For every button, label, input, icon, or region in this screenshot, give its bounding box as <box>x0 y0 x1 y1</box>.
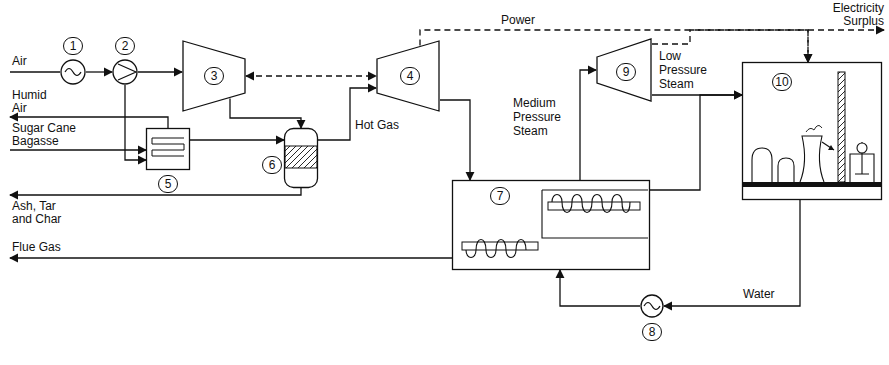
stream-label: Ash, Tar and Char <box>12 200 72 226</box>
stream-line <box>125 85 146 160</box>
stream-line <box>664 200 800 306</box>
stream-label: Water <box>742 287 794 301</box>
sugar-mill-shape <box>742 62 882 200</box>
output-label: Electricity Surplus <box>808 2 884 28</box>
stream-line <box>560 270 640 306</box>
gasifier-shape <box>284 128 318 188</box>
stream-label: Sugar Cane Bagasse <box>12 122 84 148</box>
stream-line <box>86 71 112 72</box>
electricity-line <box>808 29 884 30</box>
stream-label: Low Pressure Steam <box>658 49 722 91</box>
callout-number: 4 <box>400 67 420 85</box>
stream-label: Air <box>12 55 52 68</box>
callout-number: 9 <box>616 63 636 81</box>
stream-label: Flue Gas <box>12 241 82 254</box>
power-line <box>246 75 376 76</box>
callout-number: 3 <box>204 67 224 85</box>
pump: 2 <box>112 59 138 85</box>
steam-turbine: 9 <box>596 38 652 102</box>
water-heater-shape <box>640 294 664 318</box>
water-heater: 8 <box>640 294 664 318</box>
gasifier: 6 <box>284 128 318 188</box>
heat-recovery-steam-generator: 7 <box>452 180 650 270</box>
dryer-shape <box>146 128 190 170</box>
ash-line <box>10 188 301 195</box>
stream-line <box>190 139 284 140</box>
heat-recovery-steam-generator-shape <box>452 180 650 270</box>
flue-gas-line <box>10 257 452 258</box>
callout-number: 6 <box>262 156 282 174</box>
air-inlet-line <box>10 71 60 72</box>
callout-number: 2 <box>115 37 135 55</box>
stream-label: Humid Air <box>12 89 56 115</box>
callout-number: 5 <box>158 175 178 193</box>
stream-line <box>440 100 470 180</box>
stream-line <box>230 99 301 129</box>
dryer: 5 <box>146 128 190 170</box>
stream-line <box>318 88 376 140</box>
stream-line <box>580 70 596 180</box>
callout-number: 1 <box>63 37 83 55</box>
stream-label: Power <box>500 13 546 27</box>
callout-number: 8 <box>642 323 662 341</box>
pump-shape <box>112 59 138 85</box>
callout-number: 10 <box>772 73 792 91</box>
heat-exchanger-shape <box>60 59 86 85</box>
gas-turbine: 4 <box>376 40 440 112</box>
callout-number: 7 <box>490 187 510 205</box>
stream-line <box>138 71 182 72</box>
heat-exchanger: 1 <box>60 59 86 85</box>
stream-label: Medium Pressure Steam <box>512 96 576 138</box>
stream-line <box>650 95 742 190</box>
stream-label: Hot Gas <box>354 118 412 132</box>
compressor: 3 <box>182 40 246 112</box>
sugar-mill: 10 <box>742 62 882 200</box>
